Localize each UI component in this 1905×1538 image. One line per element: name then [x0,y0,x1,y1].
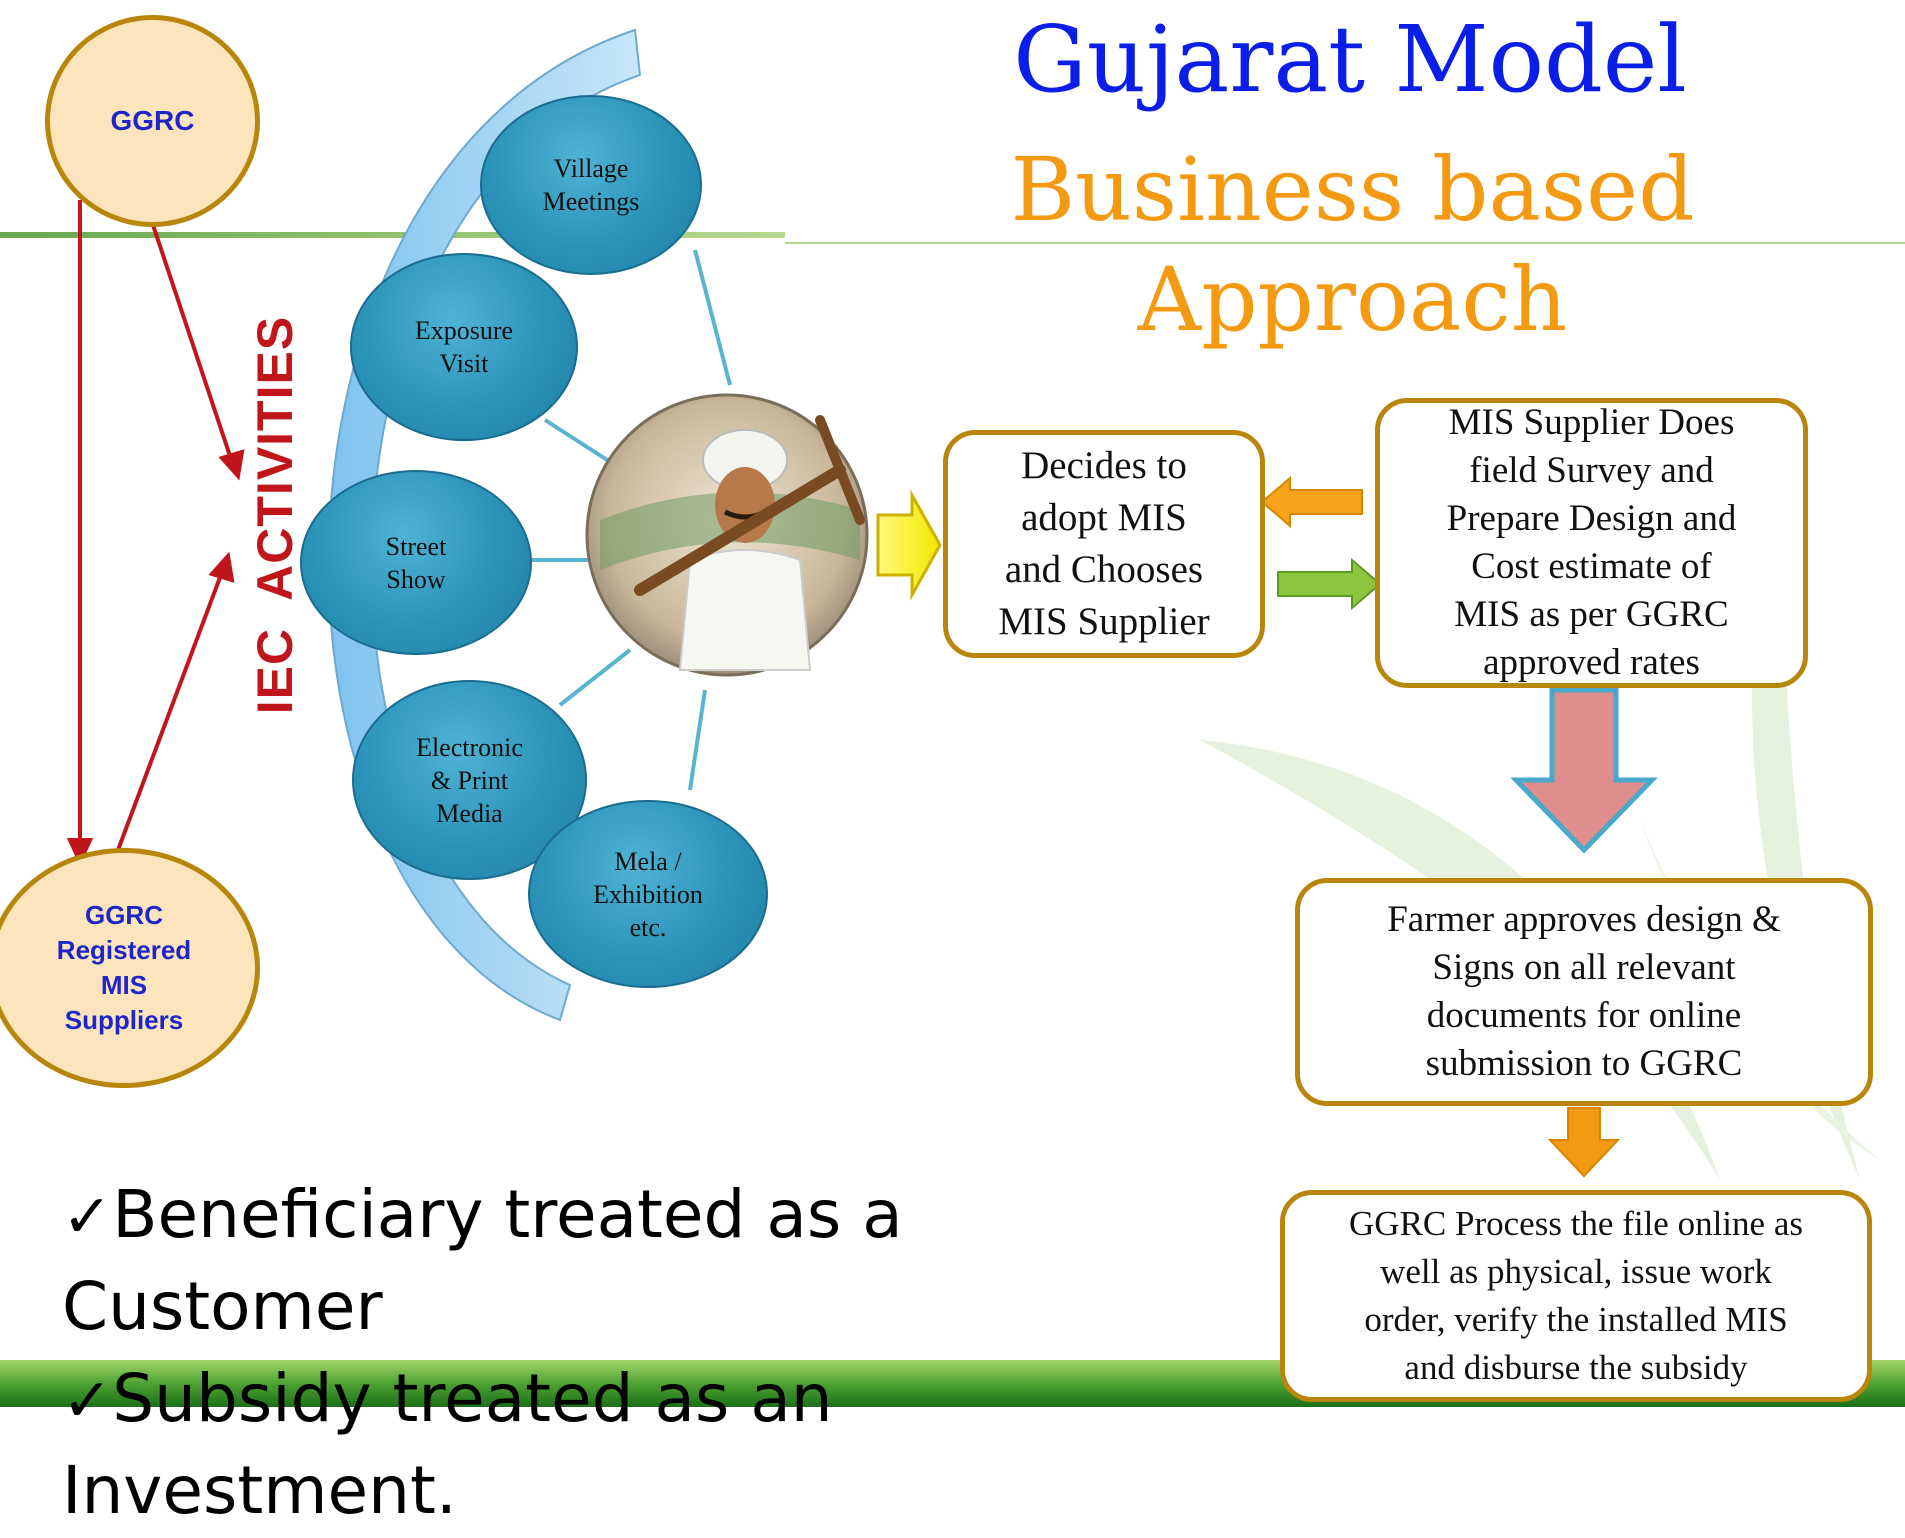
bubble-electronic-line-1: Electronic [416,732,523,762]
box-ggrc-process: GGRC Process the file online as well as … [1280,1190,1872,1402]
orange-arrow-left [1260,475,1363,529]
box-approve-line-4: submission to GGRC [1425,1043,1743,1084]
box-process-line-3: order, verify the installed MIS [1364,1300,1788,1339]
bubble-village-meetings-line-2: Meetings [542,187,640,216]
red-arrows [66,200,245,867]
takeaway-item: ✓Beneficiary treated as a Customer [62,1170,1212,1354]
box-approve-line-2: Signs on all relevant [1432,947,1736,988]
box-field-survey: MIS Supplier Does field Survey and Prepa… [1375,398,1808,688]
iec-activities-label: IEC ACTIVITIES [247,315,303,715]
title-main: Gujarat Model [1013,6,1687,113]
green-arrow-right [1277,557,1382,611]
box-survey-line-4: Cost estimate of [1471,546,1712,587]
title-sub: Business based Approach [1010,138,1695,351]
mis-suppliers-label: GGRC Registered MIS Suppliers [57,898,191,1038]
box-survey-line-2: field Survey and [1469,450,1714,491]
bubble-mela-line-3: etc. [629,912,667,942]
mis-suppliers-circle: GGRC Registered MIS Suppliers [0,848,260,1088]
ggrc-circle-label: GGRC [110,105,195,136]
bubble-electronic-line-2: & Print [430,765,509,795]
bubble-street-show-line-2: Show [386,564,446,594]
box-decide-mis: Decides to adopt MIS and Chooses MIS Sup… [943,430,1265,658]
checkmark-icon: ✓ [62,1366,113,1436]
header-rule-left [0,232,785,238]
box-decide-line-4: MIS Supplier [998,600,1210,643]
bubble-village-meetings-line-1: Village [553,154,629,183]
takeaway-text-2: Subsidy treated as an Investment. [62,1360,833,1529]
takeaway-text-1: Beneficiary treated as a Customer [62,1176,903,1345]
mis-suppliers-line-2: Registered [56,935,192,965]
box-decide-line-1: Decides to [1021,444,1187,487]
box-approve-line-3: documents for online [1426,995,1742,1036]
bubble-mela-line-1: Mela / [614,846,682,876]
box-decide-line-2: adopt MIS [1021,496,1187,539]
takeaway-item: ✓Subsidy treated as an Investment. [62,1354,1212,1538]
bubble-exposure-visit-line-2: Visit [439,349,489,378]
box-survey-line-3: Prepare Design and [1446,498,1737,539]
orange-down-arrow [1547,1107,1621,1178]
box-process-line-4: and disburse the subsidy [1404,1348,1748,1387]
mis-suppliers-line-4: Suppliers [64,1005,184,1035]
mis-suppliers-line-1: GGRC [84,900,163,930]
box-approve-line-1: Farmer approves design & [1387,899,1781,940]
box-process-line-2: well as physical, issue work [1380,1252,1772,1291]
box-farmer-approves: Farmer approves design & Signs on all re… [1295,878,1873,1106]
mis-suppliers-line-3: MIS [100,970,148,1000]
box-process-line-1: GGRC Process the file online as [1349,1204,1803,1243]
yellow-arrow [876,489,942,601]
ggrc-circle: GGRC [45,15,260,227]
bubble-exposure-visit-line-1: Exposure [414,316,514,345]
box-survey-line-1: MIS Supplier Does [1448,402,1735,443]
slide: Gujarat Model Business based Approach GG… [0,6,1905,1529]
header-rule-right [785,242,1905,244]
box-decide-line-3: and Chooses [1004,548,1204,591]
bubble-mela-line-2: Exhibition [593,879,703,909]
spokes [530,249,732,791]
bubble-street-show-line-1: Street [385,531,447,561]
farmer-illustration [585,393,869,677]
box-survey-line-5: MIS as per GGRC [1454,594,1729,635]
checkmark-icon: ✓ [62,1182,113,1252]
box-survey-line-6: approved rates [1483,642,1700,683]
pink-down-arrow [1510,687,1658,854]
bubble-electronic-line-3: Media [436,798,503,828]
takeaways-list: ✓Beneficiary treated as a Customer ✓Subs… [62,1170,1212,1538]
